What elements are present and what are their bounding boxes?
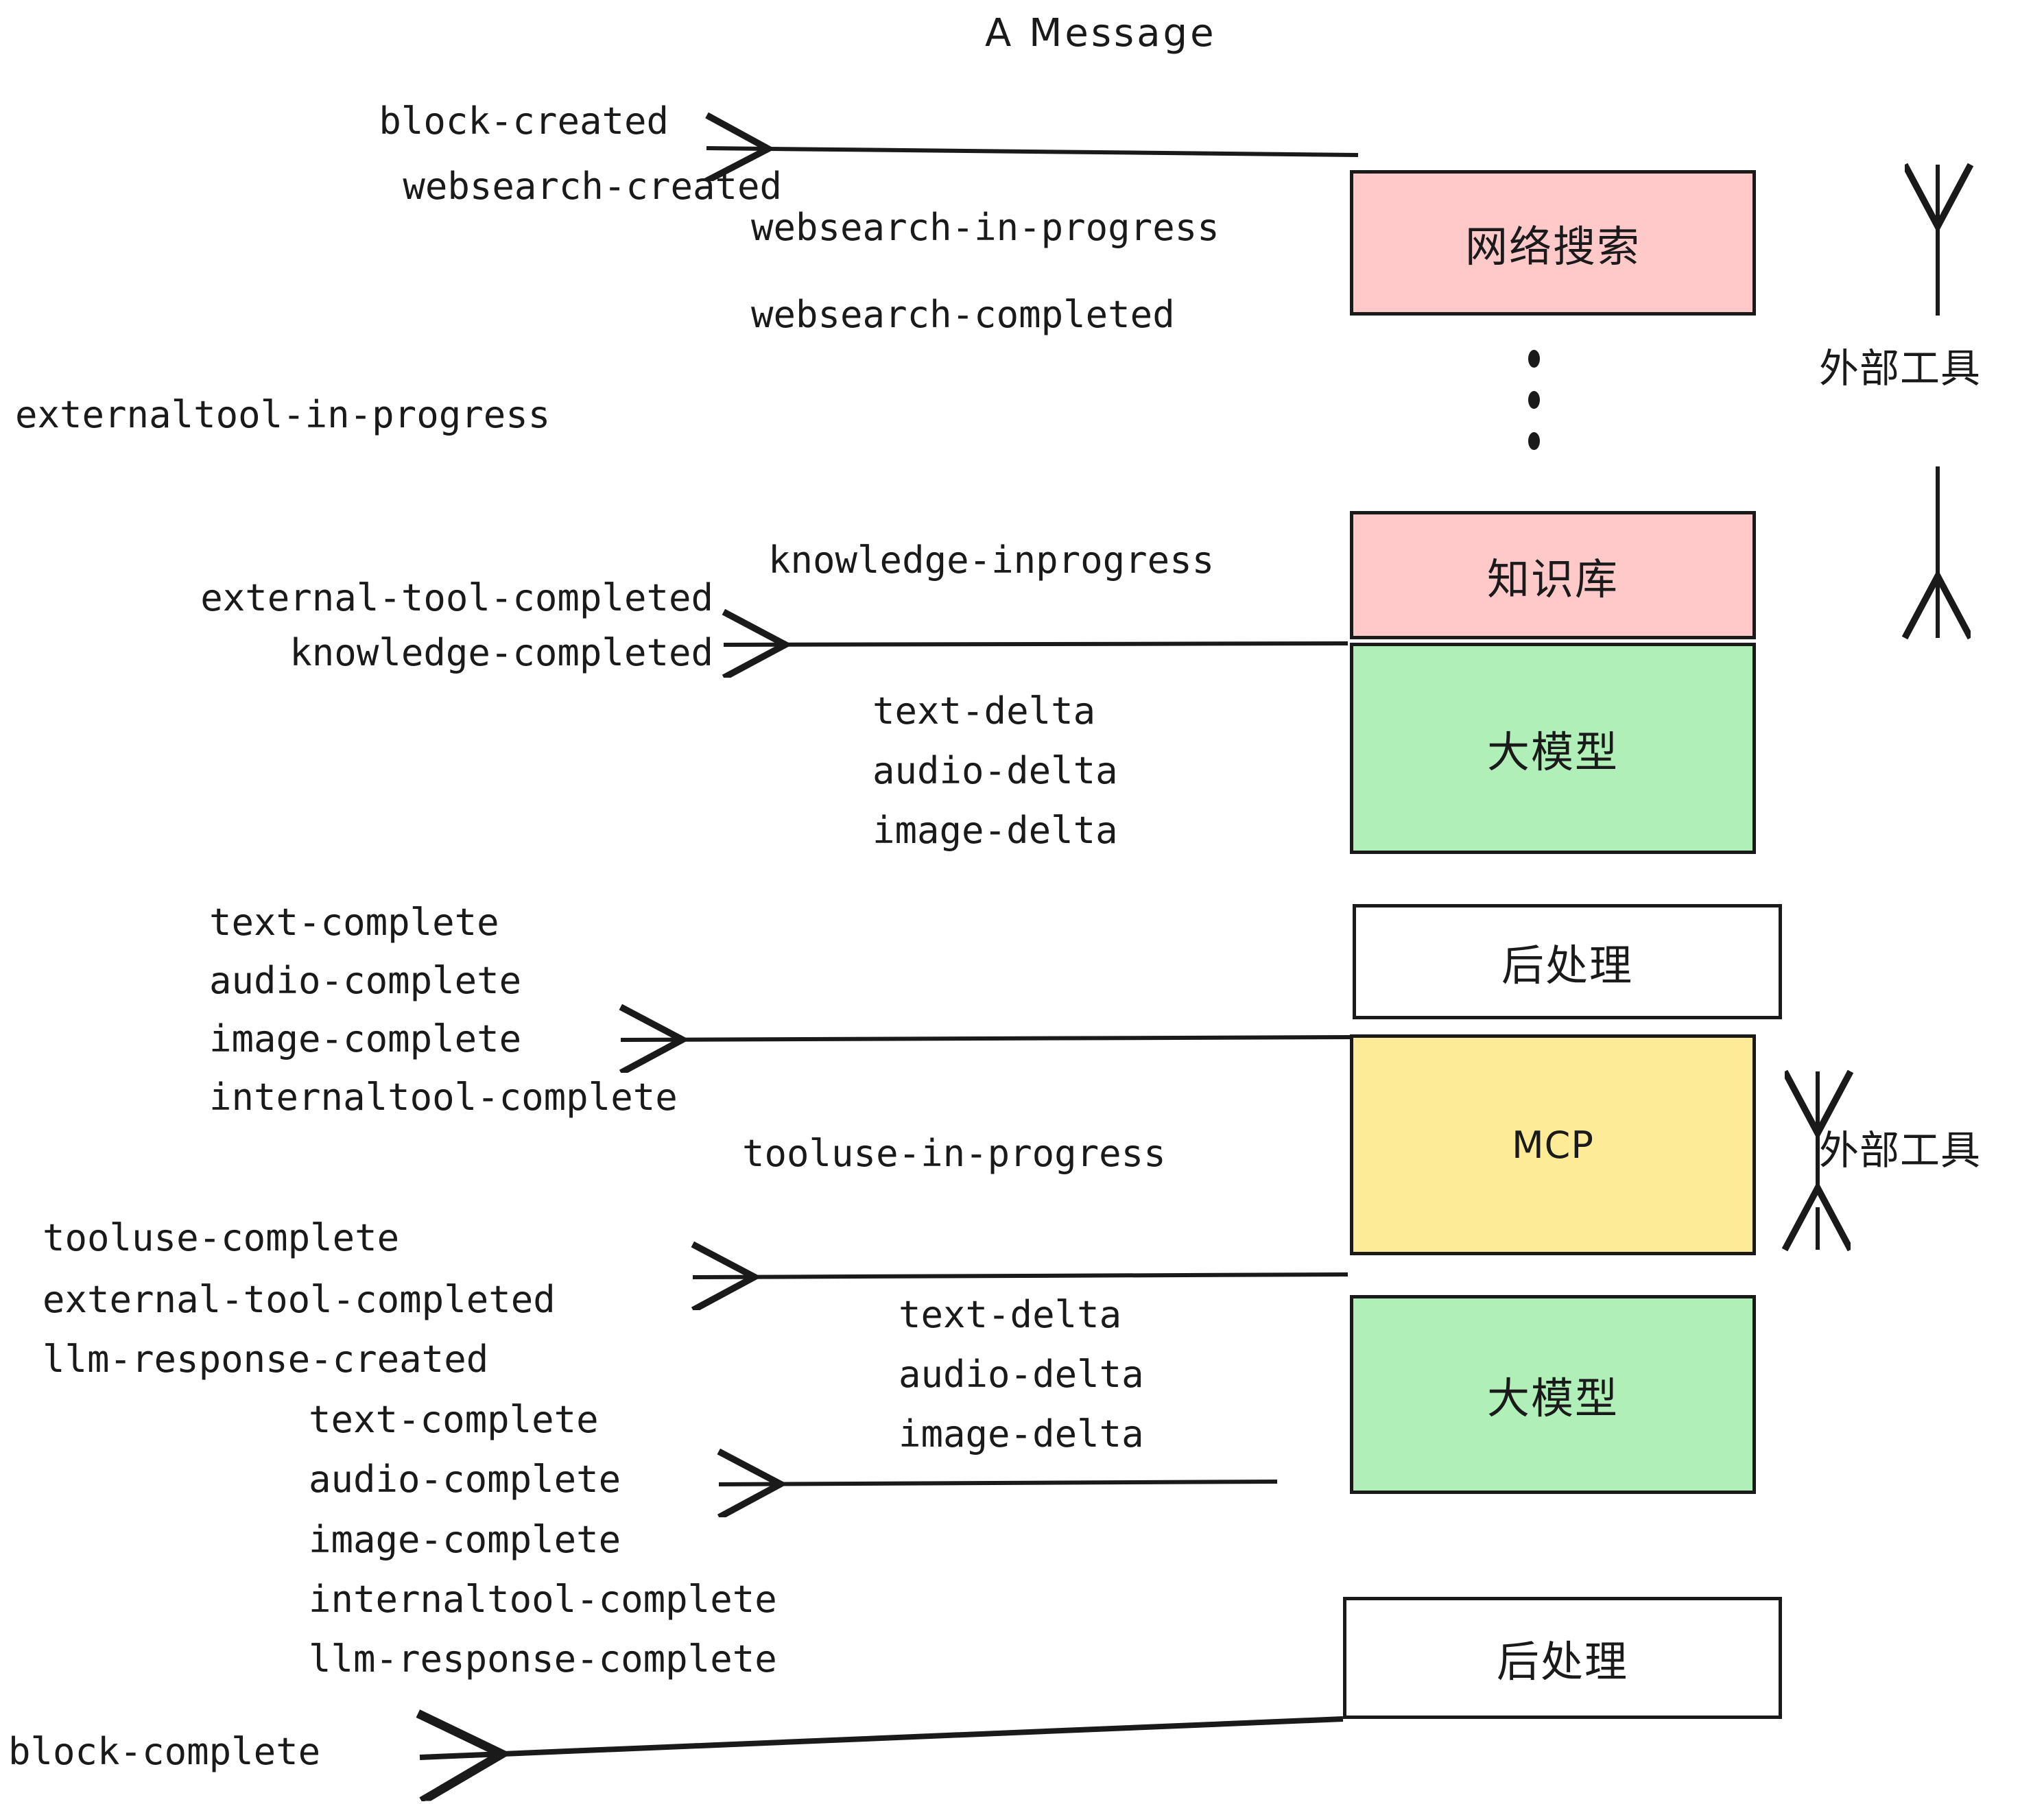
external-tools-label-bottom: 外部工具	[1819, 1127, 1982, 1174]
arrow-knowledge-completed	[724, 643, 1348, 645]
ellipsis-dot-2	[1528, 391, 1540, 409]
box-mcp-label: MCP	[1512, 1123, 1594, 1167]
event-audio-delta-1: audio-delta	[872, 749, 1118, 792]
event-websearch-in-progress: websearch-in-progress	[751, 206, 1220, 249]
box-llm-1-label: 大模型	[1486, 727, 1619, 777]
external-tools-label-top: 外部工具	[1819, 345, 1982, 392]
arrow-image-complete-1	[621, 1037, 1353, 1040]
arrow-block-complete	[420, 1719, 1344, 1757]
ellipsis-dot-3	[1528, 432, 1540, 450]
box-knowledge-label: 知识库	[1486, 554, 1619, 604]
event-websearch-created: websearch-created	[403, 165, 782, 208]
diagram-title: A Message	[985, 11, 1217, 56]
box-websearch[interactable]: 网络搜索	[1350, 170, 1756, 316]
event-externaltool-in-progress: externaltool-in-progress	[15, 393, 551, 436]
box-postprocess-1-label: 后处理	[1501, 940, 1633, 990]
box-websearch-label: 网络搜索	[1464, 222, 1641, 272]
event-block-complete: block-complete	[8, 1730, 321, 1773]
event-text-complete-1: text-complete	[209, 901, 499, 944]
event-block-created: block-created	[379, 99, 669, 143]
arrow-block-created	[706, 148, 1359, 155]
box-llm-1[interactable]: 大模型	[1350, 643, 1756, 854]
event-text-delta-2: text-delta	[899, 1293, 1122, 1336]
arrow-audio-complete-2	[719, 1482, 1278, 1484]
event-image-complete-2: image-complete	[309, 1518, 621, 1561]
event-image-delta-1: image-delta	[872, 809, 1118, 852]
event-audio-complete-2: audio-complete	[309, 1458, 621, 1501]
ellipsis-dot-1	[1528, 350, 1540, 368]
box-llm-2[interactable]: 大模型	[1350, 1295, 1756, 1494]
event-external-tool-completed-1: external-tool-completed	[200, 576, 713, 619]
event-external-tool-completed-2: external-tool-completed	[43, 1278, 556, 1321]
event-internaltool-complete-1: internaltool-complete	[209, 1076, 678, 1119]
box-knowledge[interactable]: 知识库	[1350, 511, 1756, 639]
event-image-complete-1: image-complete	[209, 1017, 522, 1060]
event-image-delta-2: image-delta	[899, 1412, 1144, 1456]
event-knowledge-completed: knowledge-completed	[289, 631, 713, 674]
event-tooluse-in-progress: tooluse-in-progress	[742, 1132, 1166, 1175]
event-audio-delta-2: audio-delta	[899, 1353, 1144, 1396]
event-knowledge-inprogress: knowledge-inprogress	[768, 538, 1215, 582]
event-text-delta-1: text-delta	[872, 689, 1096, 733]
box-llm-2-label: 大模型	[1486, 1373, 1619, 1423]
box-postprocess-2-label: 后处理	[1496, 1637, 1628, 1687]
event-tooluse-complete: tooluse-complete	[43, 1216, 400, 1259]
box-postprocess-2[interactable]: 后处理	[1343, 1597, 1782, 1719]
event-llm-response-complete: llm-response-complete	[309, 1637, 777, 1681]
event-text-complete-2: text-complete	[309, 1398, 599, 1441]
arrow-tooluse-complete	[693, 1274, 1348, 1277]
box-mcp[interactable]: MCP	[1350, 1034, 1756, 1255]
event-llm-response-created: llm-response-created	[43, 1338, 489, 1381]
box-postprocess-1[interactable]: 后处理	[1353, 904, 1782, 1019]
event-internaltool-complete-2: internaltool-complete	[309, 1578, 777, 1621]
event-audio-complete-1: audio-complete	[209, 959, 522, 1002]
event-websearch-completed: websearch-completed	[751, 293, 1175, 336]
